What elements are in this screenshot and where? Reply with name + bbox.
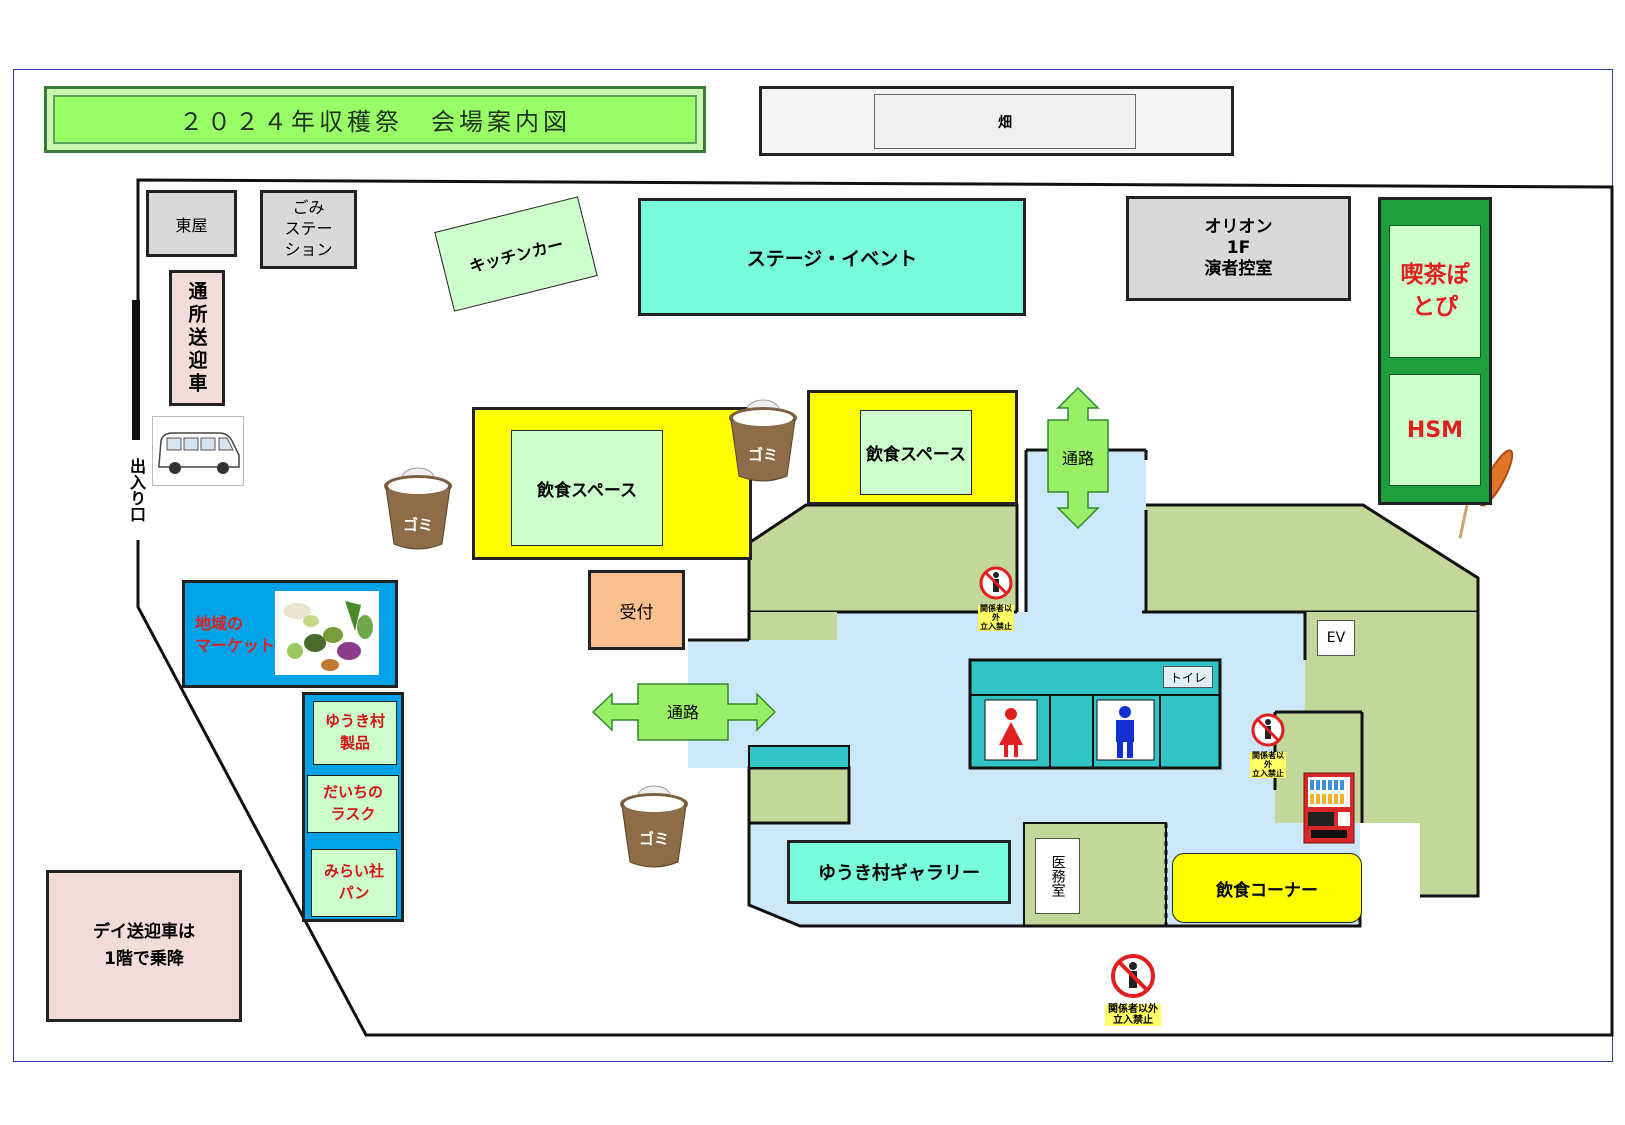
no-entry-tag-2: 関係者以外 立入禁止 (1250, 751, 1286, 779)
vegetables-icon (275, 591, 379, 675)
stall-3-line2: パン (338, 884, 370, 902)
market-label-line1: 地域の (195, 614, 244, 633)
male-toilet-icon (1116, 706, 1134, 758)
commuter-shuttle-label: 通所送迎車 (169, 270, 225, 406)
dining-space-east: 飲食スペース (807, 390, 1018, 505)
cafe-potopi: 喫茶ぽ とぴ (1389, 225, 1481, 358)
elevator: EV (1317, 620, 1355, 656)
day-shuttle-note: デイ送迎車は 1階で乗降 (46, 870, 242, 1022)
no-entry-icon (979, 566, 1013, 600)
trash-can-3: ゴミ (617, 778, 691, 870)
orion-line2: 1F (1226, 237, 1251, 258)
dining-space-west-label: 飲食スペース (511, 430, 663, 546)
garbage-station-line3: ション (284, 239, 333, 259)
orion-green-room: オリオン 1F 演者控室 (1126, 196, 1351, 301)
orion-line3: 演者控室 (1204, 259, 1273, 280)
stall-column: ゆうき村 製品 だいちの ラスク みらい社 パン (302, 692, 404, 922)
passage-north-label: 通路 (1061, 449, 1094, 468)
no-entry-icon (1251, 713, 1285, 747)
vending-machine-icon (1303, 772, 1355, 844)
stall-daichi-rusk: だいちの ラスク (307, 775, 399, 833)
toilet-label: トイレ (1163, 666, 1213, 688)
no-entry-sign-2: 関係者以外 立入禁止 (1250, 712, 1286, 779)
field-area: 畑 (759, 86, 1234, 156)
no-entry-1-line1: 関係者以外 (980, 604, 1012, 622)
field-label: 畑 (874, 94, 1136, 149)
cafe-block: 喫茶ぽ とぴ HSM (1378, 197, 1492, 505)
trash-can-1: ゴミ (381, 460, 455, 552)
cafe-potopi-line2: とぴ (1412, 293, 1458, 320)
female-toilet-icon (999, 708, 1023, 757)
dining-space-west: 飲食スペース (472, 407, 752, 560)
no-entry-tag-3: 関係者以外 立入禁止 (1105, 1004, 1161, 1026)
infirmary: 医務室 (1035, 838, 1080, 914)
no-entry-icon (1111, 954, 1155, 998)
entrance-label: 出入り口 (124, 440, 148, 540)
trash-can-2-label: ゴミ (747, 446, 778, 464)
stall-yuuki-products: ゆうき村 製品 (313, 701, 397, 765)
no-entry-3-line1: 関係者以外 (1108, 1004, 1158, 1015)
trash-can-2: ゴミ (726, 392, 800, 484)
stall-mirai-bread: みらい社 パン (311, 849, 397, 917)
stage-event: ステージ・イベント (638, 198, 1026, 316)
yuuki-gallery: ゆうき村ギャラリー (787, 840, 1011, 904)
stall-1-line1: ゆうき村 (324, 712, 385, 731)
stall-2-line1: だいちの (322, 783, 383, 802)
infirmary-label: 医務室 (1049, 855, 1066, 897)
no-entry-1-line2: 立入禁止 (980, 621, 1012, 631)
day-shuttle-line1: デイ送迎車は (93, 921, 195, 942)
day-shuttle-line2: 1階で乗降 (104, 949, 184, 969)
entrance-bar (132, 300, 140, 540)
no-entry-tag-1: 関係者以外 立入禁止 (978, 604, 1014, 632)
east-room-c (1420, 823, 1478, 896)
map-title: ２０２４年収穫祭 会場案内図 (44, 86, 706, 153)
garbage-station: ごみ ステー ション (260, 190, 357, 269)
garbage-station-line1: ごみ (292, 198, 325, 218)
van-icon (152, 416, 244, 486)
passage-arrow-west (591, 683, 777, 741)
hsm-booth: HSM (1389, 374, 1481, 486)
no-entry-3-line2: 立入禁止 (1113, 1015, 1153, 1026)
building-west-wing (747, 503, 1019, 614)
food-corner: 飲食コーナー (1172, 853, 1362, 923)
cafe-potopi-line1: 喫茶ぽ (1400, 262, 1470, 289)
dining-space-east-label: 飲食スペース (860, 410, 972, 495)
passage-west-label: 通路 (666, 703, 699, 722)
no-entry-2-line1: 関係者以外 (1252, 751, 1284, 769)
market-label: 地域の マーケット (195, 613, 280, 658)
west-room-upper (749, 612, 837, 640)
no-entry-sign-1: 関係者以外 立入禁止 (978, 565, 1014, 632)
building-east-wing (1140, 503, 1480, 614)
garbage-station-line2: ステー (284, 219, 333, 239)
orion-line1: オリオン (1204, 216, 1273, 237)
west-room-lower (747, 766, 851, 825)
no-entry-2-line2: 立入禁止 (1252, 768, 1284, 778)
stall-1-line2: 製品 (339, 734, 370, 752)
local-market: 地域の マーケット (182, 580, 398, 688)
west-room-strip (748, 745, 850, 769)
stall-2-line2: ラスク (330, 805, 376, 823)
trash-can-3-label: ゴミ (638, 830, 669, 848)
site-boundary (136, 178, 1614, 1037)
no-entry-sign-3: 関係者以外 立入禁止 (1105, 952, 1161, 1026)
market-label-line2: マーケット (195, 636, 276, 656)
azumaya: 東屋 (146, 190, 237, 257)
passage-arrow-north (1047, 386, 1109, 530)
stall-3-line1: みらい社 (323, 862, 384, 881)
trash-can-1-label: ゴミ (402, 516, 433, 534)
reception-desk: 受付 (588, 570, 685, 650)
